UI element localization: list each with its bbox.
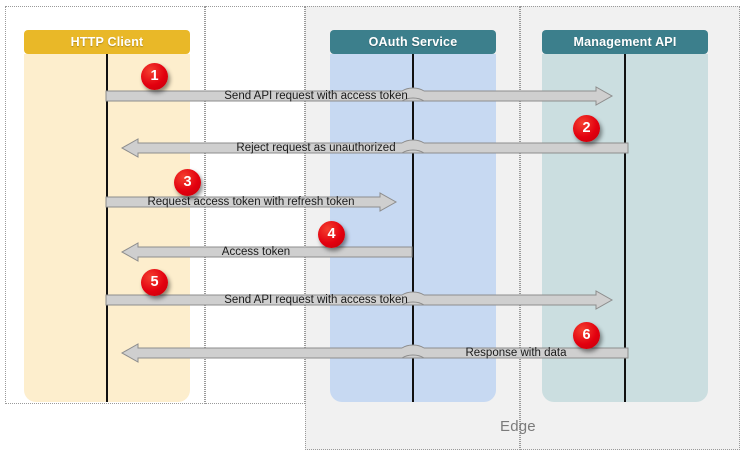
message-label-6: Response with data (465, 347, 567, 359)
step-badge-3[interactable]: 3 (174, 169, 201, 196)
participant-http-client: HTTP Client (24, 30, 190, 402)
lifeline-oauth-service (412, 54, 414, 402)
message-arrow-3[interactable]: Request access token with refresh token (105, 192, 412, 212)
message-label-5: Send API request with access token (224, 294, 408, 306)
message-arrow-1[interactable]: Send API request with access token (105, 86, 628, 106)
message-label-2: Reject request as unauthorized (236, 142, 396, 154)
lifeline-management-api (624, 54, 626, 402)
lifeline-http-client (106, 54, 108, 402)
participant-header-http-client[interactable]: HTTP Client (24, 30, 190, 54)
participant-header-oauth-service[interactable]: OAuth Service (330, 30, 496, 54)
message-arrow-2[interactable]: Reject request as unauthorized (106, 138, 629, 158)
message-label-3: Request access token with refresh token (147, 196, 355, 208)
step-badge-6[interactable]: 6 (573, 322, 600, 349)
step-badge-1[interactable]: 1 (141, 63, 168, 90)
message-arrow-6[interactable]: Response with data (106, 343, 629, 363)
message-arrow-4[interactable]: Access token (106, 242, 413, 262)
partition-oauth-service (305, 6, 520, 450)
participant-management-api: Management API (542, 30, 708, 402)
step-badge-2[interactable]: 2 (573, 115, 600, 142)
participant-oauth-service: OAuth Service (330, 30, 496, 402)
edge-group-label: Edge (500, 418, 536, 435)
message-label-1: Send API request with access token (224, 90, 408, 102)
partition-management-api (520, 6, 740, 450)
message-label-4: Access token (221, 246, 291, 258)
participant-header-management-api[interactable]: Management API (542, 30, 708, 54)
step-badge-5[interactable]: 5 (141, 269, 168, 296)
step-badge-4[interactable]: 4 (318, 221, 345, 248)
message-arrow-5[interactable]: Send API request with access token (105, 290, 628, 310)
